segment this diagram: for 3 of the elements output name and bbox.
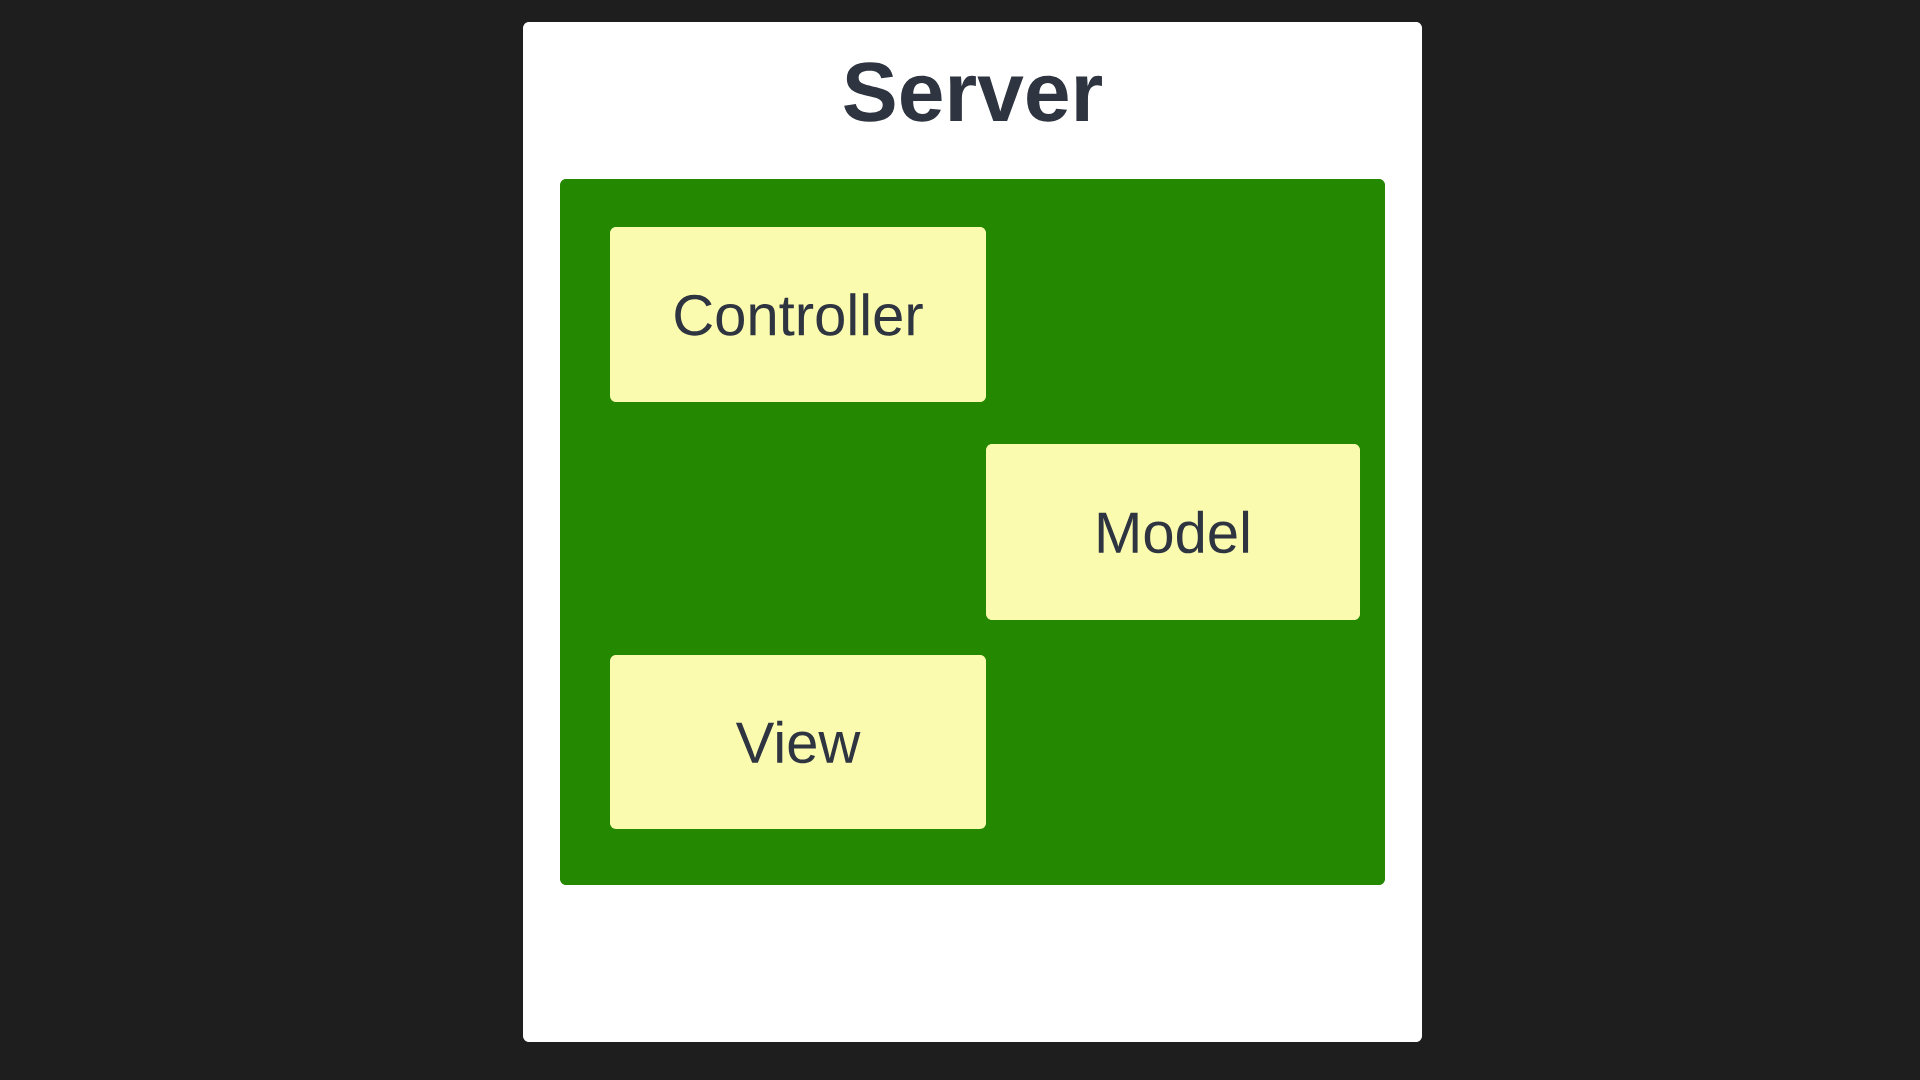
component-box: Model (986, 444, 1360, 620)
component-box: Controller (610, 227, 986, 402)
component-box: View (610, 655, 986, 829)
